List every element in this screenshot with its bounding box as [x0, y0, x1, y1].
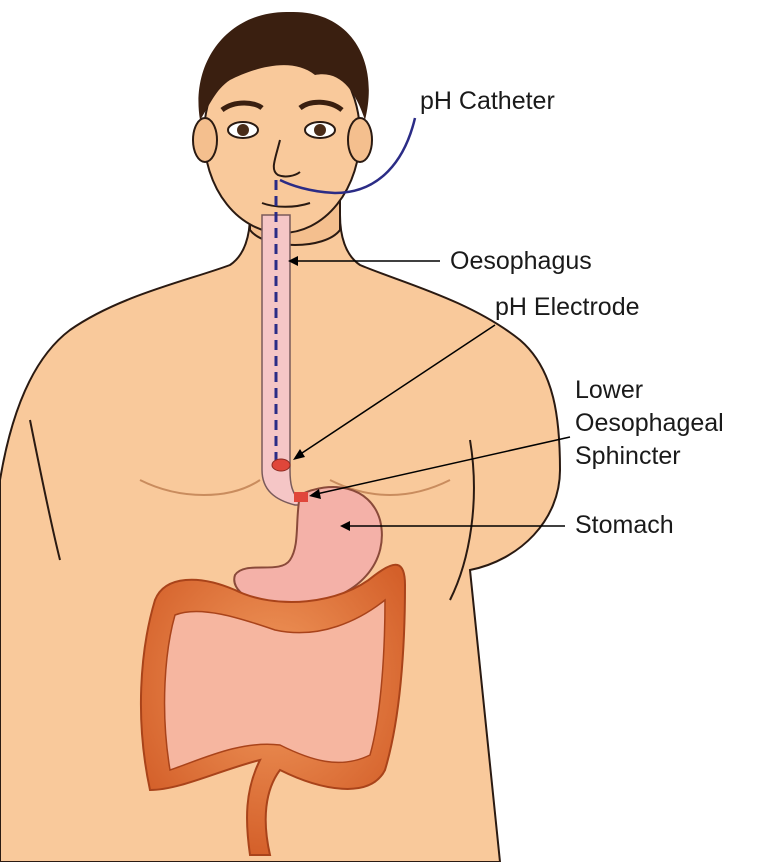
label-stomach: Stomach [575, 510, 674, 540]
ph-electrode [272, 459, 290, 471]
left-pupil [237, 124, 249, 136]
right-ear [348, 118, 372, 162]
lower-oesophageal-sphincter [294, 492, 308, 502]
label-les-line3: Sphincter [575, 441, 681, 471]
right-pupil [314, 124, 326, 136]
label-oesophagus: Oesophagus [450, 246, 592, 276]
label-les-line2: Oesophageal [575, 408, 724, 438]
label-ph-catheter: pH Catheter [420, 86, 555, 116]
left-ear [193, 118, 217, 162]
label-les-line1: Lower [575, 375, 643, 405]
label-ph-electrode: pH Electrode [495, 292, 640, 322]
